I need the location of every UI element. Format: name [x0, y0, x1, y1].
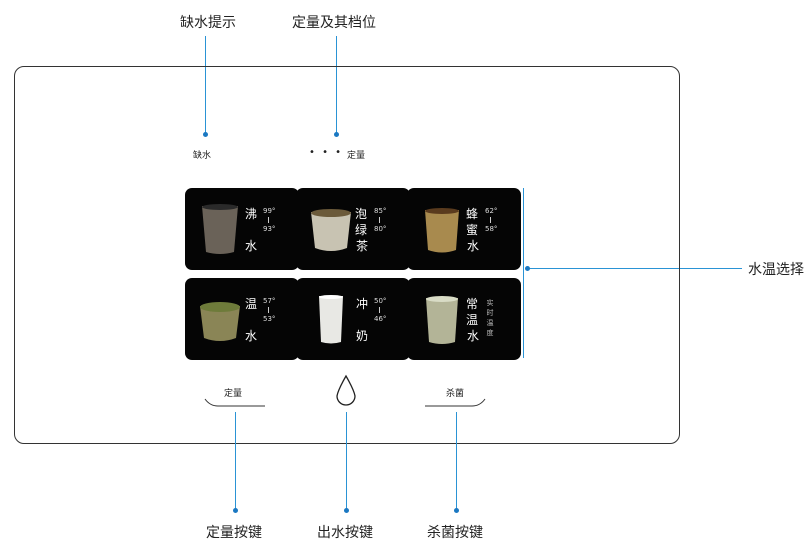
- quantity-levels-callout-dot: [334, 132, 339, 137]
- temp-select-callout-dot: [525, 266, 530, 271]
- temp-tile-honey-water[interactable]: 蜂蜜水 62°58°: [407, 188, 521, 270]
- tile-temp-range: 50°46°: [374, 297, 387, 323]
- temp-select-bracket-line: [523, 188, 524, 358]
- temp-tile-milk[interactable]: 冲奶 50°46°: [296, 278, 410, 360]
- cup-icon: [319, 295, 343, 344]
- water-drop-icon[interactable]: [334, 374, 358, 408]
- control-panel: [14, 66, 680, 444]
- quantity-key-callout: 定量按键: [206, 525, 262, 541]
- sterilize-key-callout-dot: [454, 508, 459, 513]
- tile-temp-range: 85°80°: [374, 207, 387, 233]
- tile-name: 沸水: [244, 207, 257, 253]
- tile-temp-range: 57°53°: [263, 297, 276, 323]
- temp-tile-boiling[interactable]: 沸水 99°93°: [185, 188, 299, 270]
- quantity-level-dots: • • •: [309, 147, 344, 158]
- dispense-key-callout-dot: [344, 508, 349, 513]
- sterilize-button-label: 杀菌: [445, 389, 464, 399]
- tile-name: 蜂蜜水: [465, 207, 479, 253]
- tile-realtime-temp-label: 实时温度: [486, 299, 494, 337]
- quantity-indicator-label: 定量: [347, 151, 366, 161]
- low-water-indicator: 缺水: [193, 151, 212, 161]
- temp-select-callout: 水温选择: [748, 262, 804, 278]
- sterilize-button[interactable]: [424, 398, 486, 410]
- quantity-key-callout-dot: [233, 508, 238, 513]
- tile-temp-range: 62°58°: [485, 207, 498, 233]
- cup-icon: [202, 204, 238, 254]
- cup-icon: [311, 209, 351, 251]
- low-water-callout-dot: [203, 132, 208, 137]
- dispense-key-callout: 出水按键: [317, 525, 373, 541]
- dispense-key-callout-line: [346, 412, 347, 510]
- tile-name: 冲奶: [355, 297, 368, 343]
- tile-name: 温水: [244, 297, 257, 343]
- quantity-button-label: 定量: [223, 389, 242, 399]
- low-water-callout-line: [205, 36, 206, 134]
- tile-temp-range: 99°93°: [263, 207, 276, 233]
- quantity-levels-callout: 定量及其档位: [292, 15, 376, 31]
- quantity-key-callout-line: [235, 412, 236, 510]
- cup-icon: [426, 296, 458, 344]
- temp-tile-green-tea[interactable]: 泡绿茶 85°80°: [296, 188, 410, 270]
- temp-tile-warm-water[interactable]: 温水 57°53°: [185, 278, 299, 360]
- tile-name: 常温水: [465, 297, 479, 343]
- quantity-levels-callout-line: [336, 36, 337, 134]
- quantity-button[interactable]: [204, 398, 266, 410]
- cup-icon: [200, 302, 240, 341]
- temp-select-callout-line: [527, 268, 742, 269]
- sterilize-key-callout: 杀菌按键: [427, 525, 483, 541]
- cup-icon: [425, 208, 459, 253]
- sterilize-key-callout-line: [456, 412, 457, 510]
- low-water-hint-callout: 缺水提示: [180, 15, 236, 31]
- temp-tile-room-temp[interactable]: 常温水 实时温度: [407, 278, 521, 360]
- tile-name: 泡绿茶: [354, 207, 368, 253]
